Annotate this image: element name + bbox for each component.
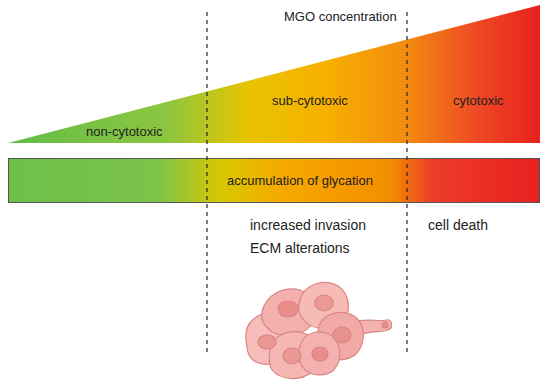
effect-note: ECM alterations [250, 240, 350, 257]
effect-note: cell death [428, 217, 488, 234]
scale-heading: MGO concentration [284, 9, 397, 25]
zone-label: sub-cytotoxic [272, 93, 348, 109]
dashed-divider [207, 12, 407, 355]
cell-cluster [246, 282, 392, 378]
concentration-wedge: MGO concentration non-cytotoxic sub-cytoto… [8, 0, 540, 143]
effect-note: increased invasion [250, 217, 366, 234]
glycation-band: accumulation of glycation [8, 158, 540, 203]
band-label: accumulation of glycation [227, 173, 373, 189]
gradient-triangle [8, 0, 540, 143]
zone-label: non-cytotoxic [86, 124, 163, 140]
zone-label: cytotoxic [453, 93, 504, 109]
